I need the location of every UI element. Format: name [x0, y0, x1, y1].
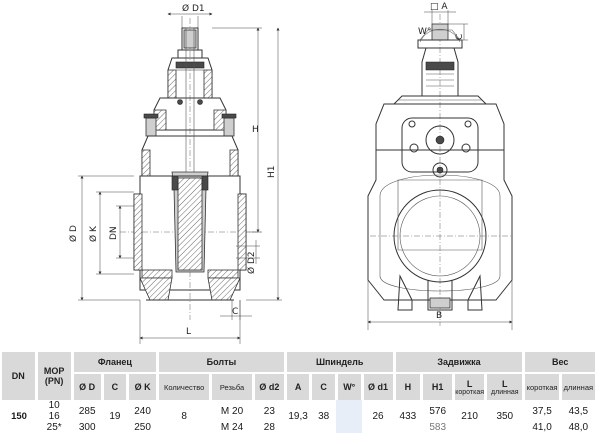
- sub-w-short: короткая: [523, 372, 562, 400]
- dim-dn-label: DN: [109, 226, 119, 240]
- sub-d2: Ø d2: [253, 372, 287, 400]
- cell-w-short-r3: 41,0: [532, 422, 552, 433]
- sub-od: Ø D: [72, 372, 104, 400]
- dim-c-spindle-label: C: [455, 34, 465, 40]
- cell-l-short: 210: [461, 411, 478, 422]
- sub-c: C: [102, 372, 130, 400]
- dim-w-label: W°: [418, 27, 431, 37]
- dim-h1-label: H1: [267, 166, 277, 179]
- cell-d2-r3: 28: [263, 422, 275, 433]
- gate-valve-drawing: Ø D1 H H1 Ø D Ø K DN Ø D2 C: [68, 2, 513, 344]
- cell-w: [336, 400, 363, 433]
- dim-h-label: H: [252, 125, 259, 135]
- cell-a: 19,3: [288, 411, 308, 422]
- cell-h: 433: [399, 411, 417, 422]
- dim-d2-label: Ø D2: [246, 251, 257, 274]
- cell-w-short-r12: 37,5: [532, 405, 552, 417]
- sub-sc: C: [310, 372, 338, 400]
- cell-d2-r12: 23: [263, 405, 275, 417]
- header-spindle: Шпиндель: [285, 352, 396, 373]
- cell-thread-r12: M 20: [220, 405, 244, 417]
- cell-w-long-r3: 48,0: [568, 422, 589, 433]
- cell-d-r12: 285: [78, 405, 96, 417]
- specification-table: DN MOP (PN) Фланец Болты Шпиндель Задвиж…: [2, 352, 599, 433]
- cell-mop-r1: 10: [48, 400, 60, 411]
- cell-k-r12: 240: [134, 405, 151, 417]
- dim-d1-label: Ø D1: [182, 3, 205, 14]
- cell-thread-r3: M 24: [220, 422, 244, 433]
- sub-d1: Ø d1: [362, 372, 396, 400]
- sub-ok: Ø K: [127, 372, 159, 400]
- sub-w: W°: [336, 372, 364, 400]
- dim-l-label: L: [186, 327, 191, 337]
- cell-d-r3: 300: [78, 422, 96, 433]
- side-view: □ A W° C B: [367, 2, 513, 330]
- cell-d1: 26: [372, 411, 384, 422]
- sub-h: H: [394, 372, 424, 400]
- header-valve: Задвижка: [394, 352, 526, 373]
- sub-count: Количество: [157, 372, 213, 400]
- cell-sc: 38: [318, 411, 330, 422]
- cell-mop-r2: 16: [48, 411, 60, 422]
- sub-thread: Резьба: [210, 372, 255, 400]
- cell-h1-r3: 583: [429, 422, 447, 433]
- cell-mop-r3: 25*: [46, 422, 62, 433]
- cell-dn: 150: [11, 411, 27, 422]
- cell-k-r3: 250: [134, 422, 151, 433]
- dim-c-label: C: [232, 307, 238, 317]
- front-section-view: Ø D1 H H1 Ø D Ø K DN Ø D2 C: [68, 3, 282, 344]
- sub-a: A: [285, 372, 313, 400]
- sub-w-long: длинная: [560, 372, 599, 400]
- cell-l-long: 350: [496, 411, 514, 422]
- dim-b-label: B: [436, 311, 442, 321]
- dim-od-label: Ø D: [68, 225, 79, 242]
- header-dn: DN: [2, 352, 38, 400]
- header-bolts: Болты: [157, 352, 287, 373]
- cell-w-long-r12: 43,5: [568, 405, 589, 417]
- header-flange: Фланец: [72, 352, 160, 373]
- cell-h1-r12: 576: [429, 405, 447, 417]
- cell-count: 8: [181, 411, 187, 422]
- dim-ok-label: Ø K: [88, 225, 99, 242]
- header-weight: Вес: [523, 352, 598, 373]
- sub-h1: H1: [421, 372, 456, 400]
- header-mop: MOP (PN): [36, 352, 74, 400]
- dim-a-label: □ A: [430, 2, 448, 12]
- cell-c: 19: [109, 411, 121, 422]
